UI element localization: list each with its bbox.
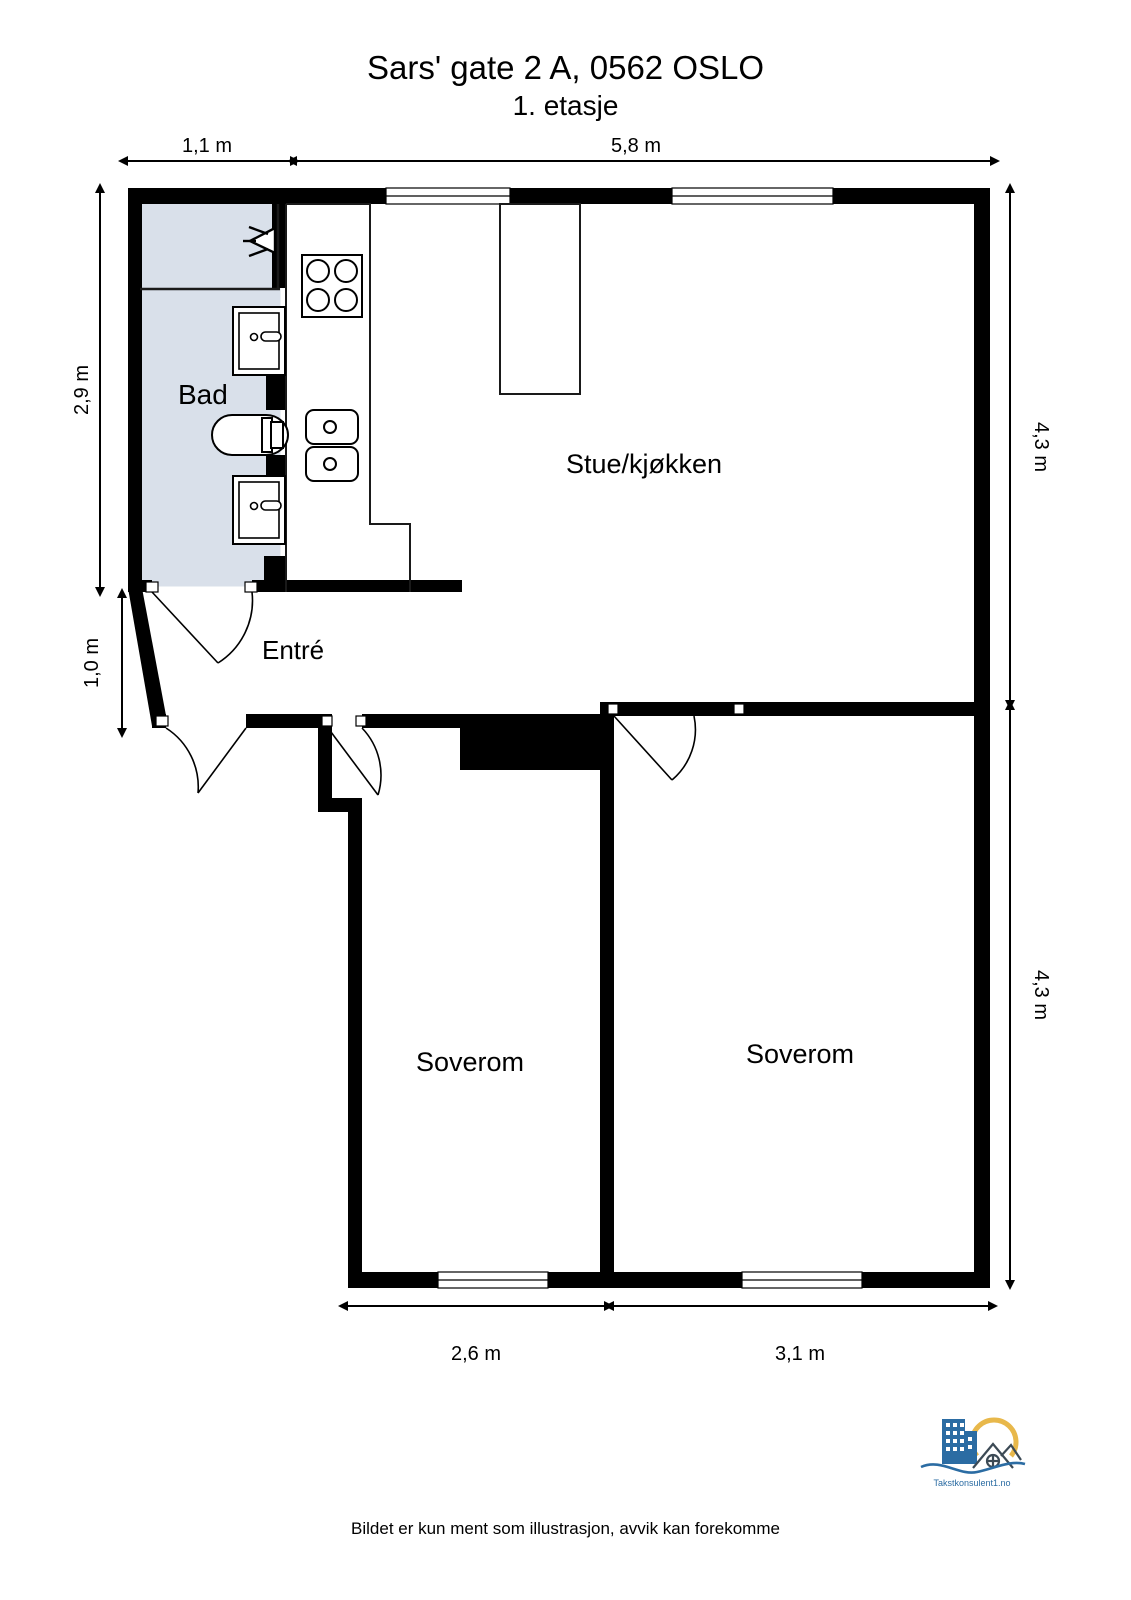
footer-note: Bildet er kun ment som illustrasjon, avv… (351, 1519, 780, 1538)
room-label-soverom-1: Soverom (416, 1047, 524, 1077)
room-label-stue-kjokken: Stue/kjøkken (566, 449, 722, 479)
wardrobe-icon (499, 203, 581, 395)
stove-icon (301, 254, 363, 318)
sun-arc-icon (969, 1417, 1019, 1458)
logo-graphic: Takstkonsulent1.no (920, 1417, 1026, 1488)
page-title-block: Sars' gate 2 A, 0562 OSLO 1. etasje (0, 48, 1131, 124)
dimension-left-lower-label: 1,0 m (81, 638, 103, 688)
dimension-bottom-right-label: 3,1 m (775, 1343, 825, 1365)
door-soverom-2 (607, 703, 745, 781)
window-bottom-right (741, 1271, 863, 1289)
room-label-soverom-2: Soverom (746, 1039, 854, 1069)
wave-icon (920, 1461, 1026, 1474)
kitchen-double-sink-icon (305, 409, 359, 482)
dimension-top-left-label: 1,1 m (182, 135, 232, 157)
window-top-right (671, 187, 834, 205)
door-entry (155, 715, 247, 794)
building-icon (942, 1419, 977, 1464)
window-bottom-left (437, 1271, 549, 1289)
mountain-house-icon (972, 1442, 1022, 1469)
page-title: Sars' gate 2 A, 0562 OSLO (366, 49, 765, 86)
sink-lower-icon (232, 475, 286, 545)
window-top-left (385, 187, 511, 205)
room-label-bad: Bad (178, 379, 228, 410)
page-subtitle: 1. etasje (512, 90, 619, 121)
dimension-right-lower-label: 4,3 m (1030, 970, 1052, 1020)
toilet-icon (211, 414, 289, 456)
dimension-right-upper-label: 4,3 m (1030, 422, 1052, 472)
door-bad (145, 581, 258, 664)
dimension-bottom-left-label: 2,6 m (451, 1343, 501, 1365)
company-logo: Takstkonsulent1.no (915, 1398, 1030, 1493)
dimension-top-right-label: 5,8 m (611, 135, 661, 157)
dimension-left-upper-label: 2,9 m (71, 365, 93, 415)
room-label-entre: Entré (262, 635, 324, 665)
door-soverom-1 (321, 715, 382, 796)
shower-icon (243, 225, 277, 258)
sink-upper-icon (232, 306, 286, 376)
logo-text: Takstkonsulent1.no (933, 1478, 1010, 1488)
